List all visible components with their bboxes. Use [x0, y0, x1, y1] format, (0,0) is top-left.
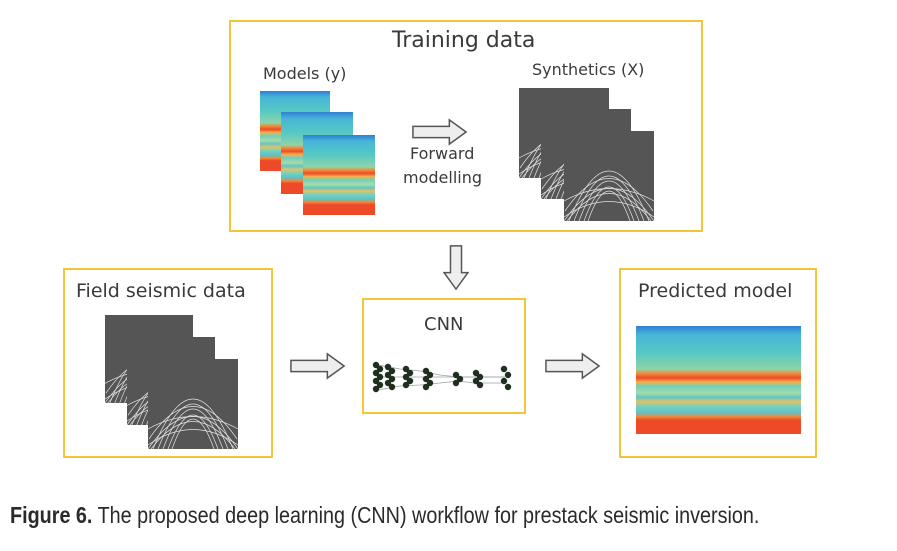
cnn-box [362, 298, 526, 414]
figure-caption: Figure 6. The proposed deep learning (CN… [10, 502, 759, 529]
cnn-title: CNN [424, 314, 464, 335]
field-seismic-title: Field seismic data [76, 280, 246, 302]
synthetics-label: Synthetics (X) [532, 60, 645, 79]
down-arrow [441, 245, 471, 291]
synthetic-panel-3 [563, 131, 655, 221]
model-panel-3 [303, 135, 375, 215]
cnn-network-icon [372, 361, 512, 393]
caption-text: The proposed deep learning (CNN) workflo… [92, 502, 760, 528]
predicted-model-title: Predicted model [638, 280, 793, 302]
forward-label-1: Forward [410, 144, 475, 163]
predicted-model-image [636, 326, 801, 434]
figure-label: Figure 6. [10, 502, 93, 528]
forward-arrow [410, 118, 470, 146]
cnn-to-predicted-arrow [543, 352, 603, 380]
training-data-title: Training data [392, 28, 536, 53]
models-label: Models (y) [263, 64, 347, 83]
forward-label-2: modelling [403, 168, 483, 187]
field-panel-3 [148, 359, 238, 449]
field-to-cnn-arrow [288, 352, 348, 380]
